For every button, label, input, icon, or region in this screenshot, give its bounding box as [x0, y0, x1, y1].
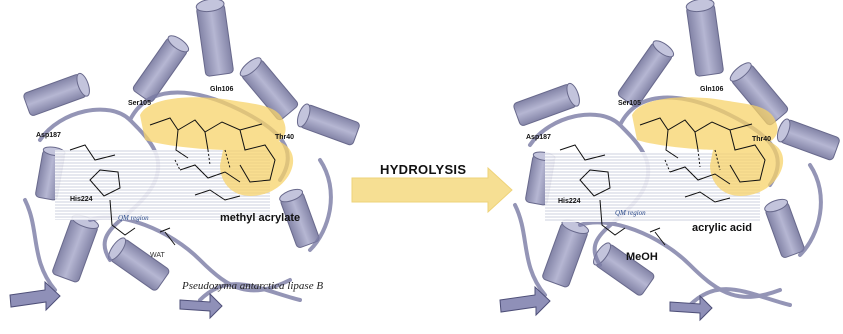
residue-asp187-label: Asp187: [36, 132, 61, 139]
product-residue-his224-label: His224: [558, 198, 581, 205]
residue-his224-label: His224: [70, 196, 93, 203]
meoh-label: MeOH: [626, 251, 658, 263]
product-residue-asp187-label: Asp187: [526, 134, 551, 141]
residue-ser105-label: Ser105: [128, 100, 151, 107]
reaction-arrow: [351, 166, 513, 214]
residue-gln106-label: Gln106: [210, 86, 234, 93]
qm-region-label: QM region: [118, 214, 149, 222]
methyl-acrylate-label: methyl acrylate: [220, 212, 301, 224]
product-residue-ser105-label: Ser105: [618, 100, 641, 107]
product-residue-thr40-label: Thr40: [752, 136, 772, 143]
product-residue-gln106-label: Gln106: [700, 86, 724, 93]
acrylic-acid-label: acrylic acid: [692, 222, 752, 234]
reactant-structure: [69, 117, 276, 246]
product-qm-region-label: QM region: [615, 209, 646, 217]
residue-thr40-label: Thr40: [275, 134, 295, 141]
product-highlight: [632, 97, 784, 196]
organism-label: Pseudozyma antarctica lipase B: [182, 280, 324, 292]
product-structure: [559, 117, 766, 246]
water-label: WAT: [150, 252, 165, 259]
hydrolysis-label: HYDROLYSIS: [380, 162, 467, 177]
